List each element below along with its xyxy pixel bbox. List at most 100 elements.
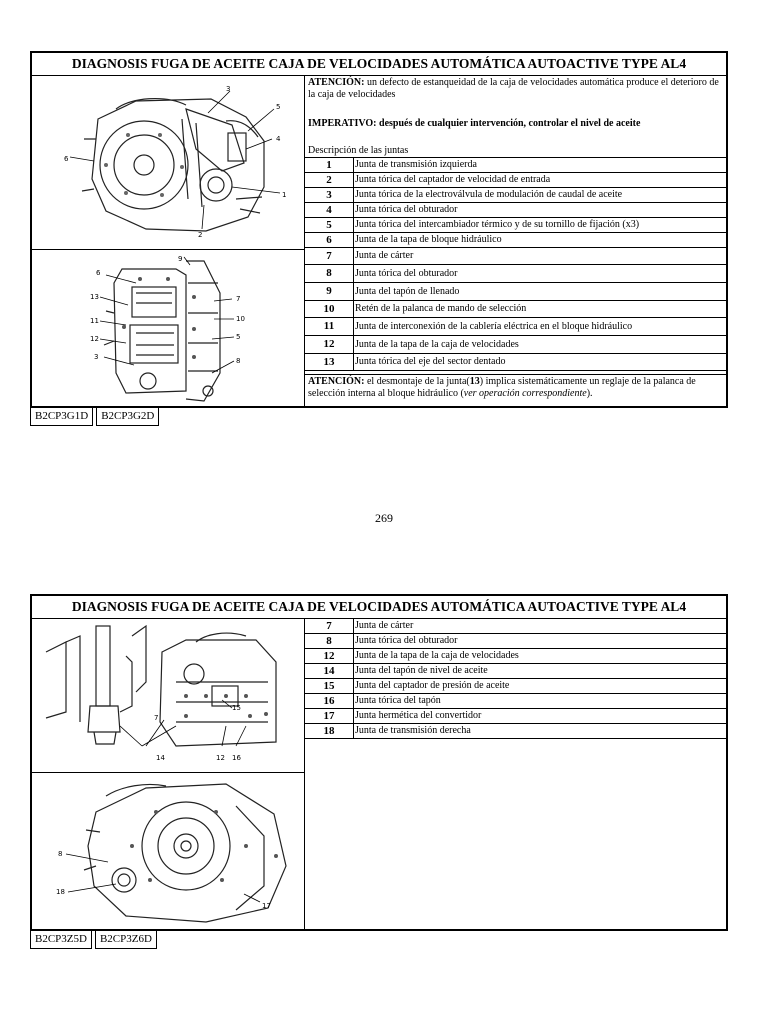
callout-label: 1 <box>282 191 286 199</box>
table-row: 1 Junta de transmisión izquierda <box>305 157 726 173</box>
seal-number: 1 <box>326 159 332 171</box>
page-number: 269 <box>375 511 393 525</box>
seal-description: Retén de la palanca de mando de selecció… <box>355 303 527 314</box>
seal-description: Junta tórica del tapón <box>355 695 441 706</box>
seal-number: 15 <box>323 680 335 692</box>
seal-description: Junta tórica del obturador <box>355 268 458 279</box>
seal-number: 17 <box>323 710 335 722</box>
table-row: 14 Junta del tapón de nivel de aceite <box>305 663 726 679</box>
seal-description: Junta de cárter <box>355 620 414 631</box>
table-row: 5 Junta tórica del intercambiador térmico… <box>305 217 726 233</box>
callout-label: 8 <box>58 850 62 858</box>
seal-number: 12 <box>323 338 335 350</box>
seal-number: 18 <box>323 725 335 737</box>
table-row: 7 Junta de cárter <box>305 247 726 265</box>
callout-label: 6 <box>64 155 69 163</box>
callout-label: 15 <box>232 704 241 712</box>
seal-number: 8 <box>326 635 332 647</box>
callout-label: 4 <box>276 135 281 143</box>
seal-number: 12 <box>323 650 335 662</box>
diagnosis-sheet-top: DIAGNOSIS FUGA DE ACEITE CAJA DE VELOCID… <box>30 51 728 408</box>
callout-label: 5 <box>236 333 240 341</box>
table-row: 12 Junta de la tapa de la caja de velocid… <box>305 648 726 664</box>
seal-description: Junta hermética del convertidor <box>355 710 482 721</box>
seal-description: Junta del captador de presión de aceite <box>355 680 510 691</box>
seal-table: 7 Junta de cárter 8 Junta tórica del obtura… <box>305 618 726 742</box>
table-row: 17 Junta hermética del convertidor <box>305 708 726 724</box>
table-row: 12 Junta de la tapa de la caja de velocid… <box>305 335 726 354</box>
callout-label: 2 <box>198 231 202 239</box>
seal-number: 8 <box>326 267 332 279</box>
imperative-label: IMPERATIVO: <box>308 118 377 129</box>
seal-description: Junta tórica del captador de velocidad d… <box>355 174 551 185</box>
imperative-text: después de cualquier intervención, contr… <box>376 118 641 129</box>
callout-label: 12 <box>90 335 99 343</box>
table-row: 18 Junta de transmisión derecha <box>305 723 726 739</box>
imperative-note: IMPERATIVO: después de cualquier interve… <box>308 118 722 130</box>
seal-description: Junta tórica del obturador <box>355 635 458 646</box>
table-row: 10 Retén de la palanca de mando de selecc… <box>305 300 726 318</box>
table-row: 9 Junta del tapón de llenado <box>305 282 726 301</box>
callout-label: 11 <box>90 317 99 325</box>
seal-description: Junta tórica del intercambiador térmico … <box>355 219 640 230</box>
seal-description: Junta del tapón de llenado <box>355 286 460 297</box>
seal-description: Junta tórica del eje del sector dentado <box>355 356 506 367</box>
description-heading: Descripción de las juntas <box>308 145 409 156</box>
table-row: 7 Junta de cárter <box>305 618 726 634</box>
callout-label: 18 <box>56 888 65 896</box>
table-row: 2 Junta tórica del captador de velocidad … <box>305 172 726 188</box>
seal-number: 16 <box>323 695 335 707</box>
figure-reference: B2CP3G1D <box>30 408 94 426</box>
figure-reference: B2CP3Z5D <box>30 931 92 949</box>
figure-divider <box>32 249 304 250</box>
attention-note: ATENCIÓN: un defecto de estanqueidad de … <box>308 77 722 101</box>
seal-number: 10 <box>323 303 335 315</box>
callout-label: 6 <box>96 269 101 277</box>
seal-number: 7 <box>326 250 332 262</box>
seal-description: Junta tórica del obturador <box>355 204 458 215</box>
seal-number: 14 <box>323 665 335 677</box>
table-row: 6 Junta de la tapa de bloque hidráulico <box>305 232 726 248</box>
callout-label: 3 <box>94 353 98 361</box>
callout-label: 3 <box>226 85 230 93</box>
gearbox-figure-1: 3 5 4 6 1 2 <box>36 79 300 245</box>
figure-reference: B2CP3G2D <box>96 408 160 426</box>
callout-label: 7 <box>236 295 240 303</box>
table-row: 16 Junta tórica del tapón <box>305 693 726 709</box>
callout-label: 14 <box>156 754 165 762</box>
seal-description: Junta del tapón de nivel de aceite <box>355 665 488 676</box>
seal-number: 6 <box>326 234 332 246</box>
seal-description: Junta de la tapa de la caja de velocidad… <box>355 650 519 661</box>
attention-label: ATENCIÓN: <box>308 77 365 88</box>
seal-number: 11 <box>323 320 335 332</box>
seal-description: Junta de transmisión derecha <box>355 725 471 736</box>
table-row: 8 Junta tórica del obturador <box>305 633 726 649</box>
callout-label: 10 <box>236 315 245 323</box>
callout-label: 7 <box>154 714 158 722</box>
seal-description: Junta de cárter <box>355 250 414 261</box>
sheet-title: DIAGNOSIS FUGA DE ACEITE CAJA DE VELOCID… <box>32 596 726 619</box>
diagnosis-sheet-bottom: DIAGNOSIS FUGA DE ACEITE CAJA DE VELOCID… <box>30 594 728 931</box>
seal-description: Junta de la tapa de la caja de velocidad… <box>355 339 519 350</box>
seal-number: 5 <box>326 219 332 231</box>
gearbox-figure-3: 7 15 14 12 16 <box>36 622 300 768</box>
seal-number: 3 <box>326 189 332 201</box>
seal-description: Junta de la tapa de bloque hidráulico <box>355 234 502 245</box>
seal-number: 7 <box>326 620 332 632</box>
callout-label: 12 <box>216 754 225 762</box>
table-row: 15 Junta del captador de presión de aceit… <box>305 678 726 694</box>
seal-number: 2 <box>326 174 332 186</box>
callout-label: 17 <box>262 902 271 910</box>
seal-number: 9 <box>326 285 332 297</box>
seal-description: Junta de transmisión izquierda <box>355 159 477 170</box>
callout-label: 5 <box>276 103 280 111</box>
gearbox-figure-2: 6 13 11 12 3 9 7 10 5 8 <box>36 253 300 405</box>
callout-label: 8 <box>236 357 240 365</box>
seal-number: 13 <box>323 356 335 368</box>
figure-reference-tabs: B2CP3Z5D B2CP3Z6D <box>30 931 160 949</box>
seal-description: Junta tórica de la electroválvula de mod… <box>355 189 623 200</box>
gearbox-figure-4: 8 18 17 <box>36 776 300 928</box>
